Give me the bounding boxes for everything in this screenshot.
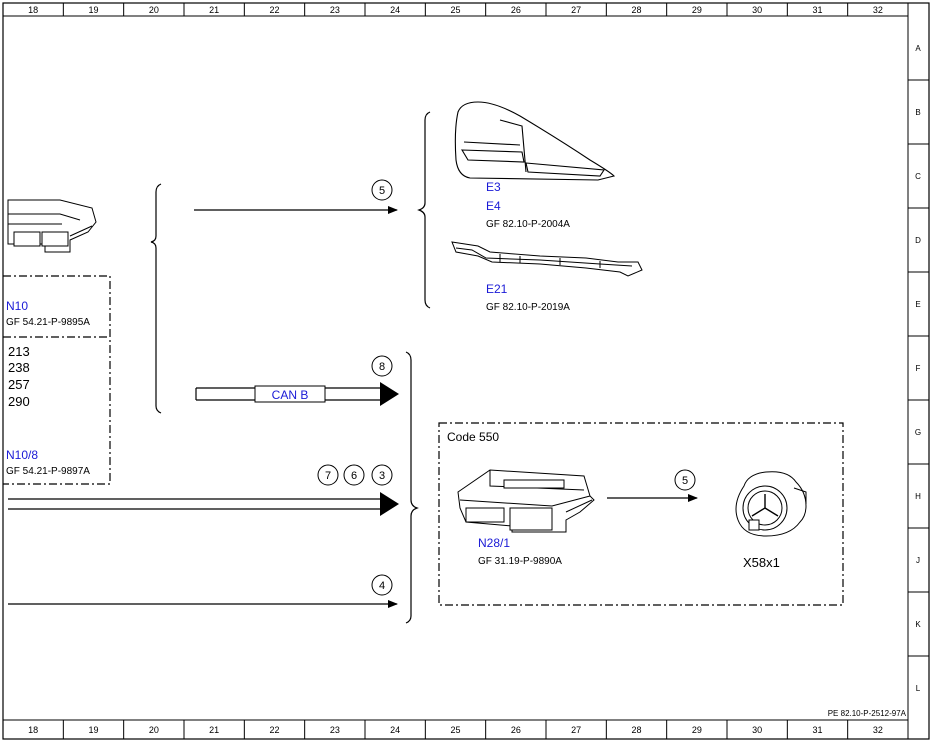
column-label: 28 bbox=[631, 725, 641, 735]
n10-8-code[interactable]: N10/8 bbox=[6, 448, 38, 462]
lamp-strip-drawing bbox=[451, 241, 643, 277]
column-labels-bottom: 18 19 20 21 22 23 24 25 26 27 28 29 30 31 32 bbox=[28, 720, 883, 739]
row-label: C bbox=[915, 172, 921, 181]
code-550-enclosure bbox=[438, 422, 844, 606]
marker-6: 6 bbox=[343, 464, 365, 486]
n10-code-item: 238 bbox=[8, 360, 30, 375]
column-label: 18 bbox=[28, 5, 38, 15]
column-label: 32 bbox=[873, 5, 883, 15]
row-label: H bbox=[915, 492, 921, 501]
tail-lamp-drawing bbox=[454, 101, 616, 181]
row-labels: A B C D E F G H J K L bbox=[908, 44, 929, 693]
column-label: 22 bbox=[269, 725, 279, 735]
column-label: 25 bbox=[450, 725, 460, 735]
column-label: 21 bbox=[209, 725, 219, 735]
lamps-brace bbox=[417, 111, 431, 309]
marker-3: 3 bbox=[371, 464, 393, 486]
marker-number: 6 bbox=[351, 470, 357, 482]
sheet-reference: PE 82.10-P-2512-97A bbox=[828, 709, 907, 718]
column-label: 26 bbox=[511, 725, 521, 735]
code-550-label: Code 550 bbox=[447, 430, 499, 444]
n10-code[interactable]: N10 bbox=[6, 299, 28, 313]
column-label: 24 bbox=[390, 5, 400, 15]
marker-number: 5 bbox=[682, 475, 688, 487]
column-label: 30 bbox=[752, 5, 762, 15]
column-label: 20 bbox=[149, 5, 159, 15]
n28-1-module-drawing bbox=[457, 469, 595, 533]
n28-1-ref[interactable]: GF 31.19-P-9890A bbox=[478, 556, 562, 567]
n10-8-ref[interactable]: GF 54.21-P-9897A bbox=[6, 466, 90, 477]
marker-number: 7 bbox=[325, 470, 331, 482]
column-label: 26 bbox=[511, 5, 521, 15]
e21-code[interactable]: E21 bbox=[486, 282, 508, 296]
marker-7: 7 bbox=[317, 464, 339, 486]
e4-code[interactable]: E4 bbox=[486, 199, 501, 213]
lower-brace bbox=[405, 351, 419, 624]
column-labels-top: 18 19 20 21 22 23 24 25 26 27 28 29 30 31 32 bbox=[28, 3, 883, 16]
left-brace bbox=[150, 183, 162, 414]
x58x1-code[interactable]: X58x1 bbox=[743, 555, 780, 570]
marker-number: 5 bbox=[379, 185, 385, 197]
column-label: 21 bbox=[209, 5, 219, 15]
marker-number: 3 bbox=[379, 470, 385, 482]
column-label: 27 bbox=[571, 5, 581, 15]
column-label: 23 bbox=[330, 725, 340, 735]
column-label: 19 bbox=[88, 725, 98, 735]
n10-code-item: 290 bbox=[8, 394, 30, 409]
n10-module-drawing bbox=[7, 199, 97, 253]
marker-8: 8 bbox=[371, 355, 393, 377]
column-label: 28 bbox=[631, 5, 641, 15]
e3-code[interactable]: E3 bbox=[486, 180, 501, 194]
marker-number: 4 bbox=[379, 580, 385, 592]
row-label: E bbox=[915, 300, 920, 309]
double-bus-arrow bbox=[8, 492, 399, 516]
marker-5-box: 5 bbox=[674, 469, 696, 491]
row-label: K bbox=[915, 620, 921, 629]
marker-4: 4 bbox=[371, 574, 393, 596]
row-label: G bbox=[915, 428, 921, 437]
n10-code-item: 213 bbox=[8, 344, 30, 359]
row-label: L bbox=[916, 684, 921, 693]
e3-e4-ref[interactable]: GF 82.10-P-2004A bbox=[486, 219, 570, 230]
column-label: 20 bbox=[149, 725, 159, 735]
column-label: 19 bbox=[88, 5, 98, 15]
column-label: 31 bbox=[812, 5, 822, 15]
column-label: 23 bbox=[330, 5, 340, 15]
column-label: 32 bbox=[873, 725, 883, 735]
row-label: D bbox=[915, 236, 921, 245]
e21-ref[interactable]: GF 82.10-P-2019A bbox=[486, 302, 570, 313]
n10-enclosure bbox=[3, 275, 111, 485]
column-label: 24 bbox=[390, 725, 400, 735]
column-label: 29 bbox=[692, 725, 702, 735]
row-label: F bbox=[916, 364, 921, 373]
row-label: B bbox=[915, 108, 920, 117]
n10-code-item: 257 bbox=[8, 377, 30, 392]
row-label: A bbox=[915, 44, 921, 53]
can-b-bus: CAN B bbox=[195, 382, 399, 406]
usb-socket-drawing bbox=[735, 471, 807, 537]
n10-code-list: 213 238 257 290 bbox=[8, 344, 30, 409]
column-label: 31 bbox=[812, 725, 822, 735]
marker-5-top: 5 bbox=[371, 179, 393, 201]
column-label: 27 bbox=[571, 725, 581, 735]
column-label: 22 bbox=[269, 5, 279, 15]
row-label: J bbox=[916, 556, 920, 565]
column-label: 25 bbox=[450, 5, 460, 15]
column-label: 30 bbox=[752, 725, 762, 735]
can-b-label[interactable]: CAN B bbox=[272, 388, 309, 402]
column-label: 29 bbox=[692, 5, 702, 15]
n28-1-code[interactable]: N28/1 bbox=[478, 536, 510, 550]
n10-ref[interactable]: GF 54.21-P-9895A bbox=[6, 317, 90, 328]
marker-number: 8 bbox=[379, 361, 385, 373]
column-label: 18 bbox=[28, 725, 38, 735]
